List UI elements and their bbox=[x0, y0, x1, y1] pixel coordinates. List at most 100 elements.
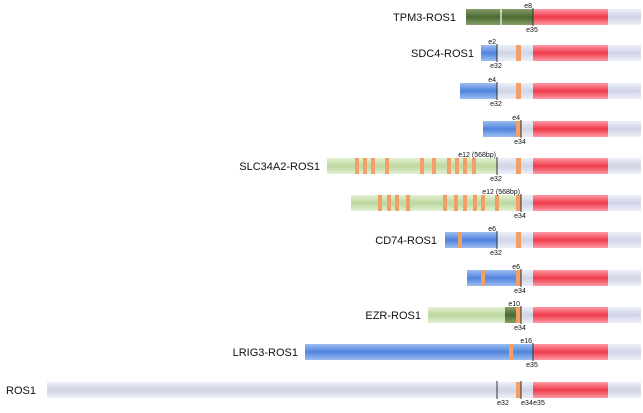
exon-mark bbox=[385, 158, 389, 174]
ros1-exon-label: e32 bbox=[490, 63, 502, 70]
ros1-tail bbox=[608, 307, 641, 323]
fusion-row: SLC34A2-ROS1 e12 (568bp) e32 bbox=[239, 152, 641, 183]
ros1-tail bbox=[608, 9, 641, 25]
kinase-domain bbox=[533, 195, 608, 211]
ros1-exon-mark bbox=[516, 83, 521, 99]
partner-segment bbox=[327, 158, 497, 174]
partner-exon-label: e8 bbox=[524, 3, 532, 10]
exon-mark bbox=[447, 158, 451, 174]
ros1-tail bbox=[608, 232, 641, 248]
exon-mark bbox=[387, 195, 391, 211]
partner-exon-label: e12 (568bp) bbox=[458, 152, 496, 159]
kinase-domain bbox=[533, 9, 608, 25]
exon-mark bbox=[463, 158, 467, 174]
fusion-row: EZR-ROS1 e10 e34 bbox=[365, 301, 641, 332]
ros1-segment bbox=[521, 121, 533, 137]
exon-mark bbox=[454, 195, 458, 211]
ros1-exon-mark bbox=[516, 307, 521, 323]
ros1-exon-label: e34 bbox=[514, 288, 526, 295]
partner-exon-label: e10 bbox=[508, 301, 520, 308]
ros1-segment bbox=[497, 45, 533, 61]
fusion-row: e12 (568bp)e34 bbox=[351, 189, 641, 220]
ros1-tail bbox=[608, 344, 641, 360]
ros1-exon-label: e32 bbox=[490, 250, 502, 257]
fusion-label: CD74-ROS1 bbox=[375, 235, 437, 247]
ros1-segment bbox=[497, 232, 533, 248]
fusion-row: CD74-ROS1 e6 e32 bbox=[375, 226, 641, 257]
fusion-row: e4 e34 bbox=[483, 115, 641, 146]
ros1-exon-mark bbox=[516, 270, 521, 286]
ros1-exon-label: e34 bbox=[514, 325, 526, 332]
kinase-domain bbox=[533, 270, 608, 286]
partner-exon-label: e12 (568bp) bbox=[482, 189, 520, 196]
partner-exon-label: e6 bbox=[488, 226, 496, 233]
fusion-row: TPM3-ROS1 e8 e35 bbox=[393, 3, 641, 34]
ros1-segment bbox=[47, 382, 533, 398]
ros1-exon-label: e32 bbox=[490, 176, 502, 183]
kinase-domain bbox=[533, 344, 608, 360]
kinase-domain bbox=[533, 158, 608, 174]
ros1-exon-mark bbox=[516, 45, 521, 61]
ros1-tail bbox=[608, 158, 641, 174]
partner-segment bbox=[466, 9, 533, 25]
kinase-domain bbox=[533, 307, 608, 323]
ros1-segment bbox=[521, 307, 533, 323]
partner-exon-label: e6 bbox=[512, 264, 520, 271]
exon-mark bbox=[395, 195, 399, 211]
ros1-exon-mark bbox=[516, 158, 521, 174]
kinase-domain bbox=[533, 121, 608, 137]
exon-mark bbox=[495, 195, 499, 211]
ros1-exon-label: e34 bbox=[514, 139, 526, 146]
fusion-label: SDC4-ROS1 bbox=[411, 48, 474, 60]
ros1-tail bbox=[608, 270, 641, 286]
ros1-exon-mark bbox=[516, 232, 521, 248]
ros1-exon-label: e35 bbox=[526, 362, 538, 369]
exon-mark bbox=[509, 344, 513, 360]
exon-mark bbox=[355, 158, 359, 174]
ros1-tail bbox=[608, 121, 641, 137]
exon-mark bbox=[463, 195, 467, 211]
ros1-exon-label: e35 bbox=[526, 27, 538, 34]
ros1-exon-label: e32 bbox=[497, 400, 509, 407]
kinase-domain bbox=[533, 232, 608, 248]
ros1-label: ROS1 bbox=[6, 385, 36, 397]
ros1-exon-label: e34 bbox=[521, 400, 533, 407]
partner-segment bbox=[483, 121, 521, 137]
ros1-segment bbox=[497, 158, 533, 174]
partner-segment bbox=[481, 45, 497, 61]
fusion-row: LRIG3-ROS1 e16 e35 bbox=[233, 338, 641, 369]
partner-segment bbox=[428, 307, 521, 323]
fusion-label: SLC34A2-ROS1 bbox=[239, 161, 320, 173]
partner-segment bbox=[460, 83, 497, 99]
exon-mark bbox=[371, 158, 375, 174]
fusion-row: e6 e34 bbox=[467, 264, 641, 295]
exon-mark bbox=[473, 195, 477, 211]
fusion-label: EZR-ROS1 bbox=[365, 310, 421, 322]
exon-mark bbox=[443, 195, 447, 211]
exon-mark bbox=[432, 158, 436, 174]
partner-exon-label: e4 bbox=[512, 115, 520, 122]
partner-segment bbox=[467, 270, 521, 286]
ros1-tail bbox=[608, 382, 641, 398]
kinase-domain bbox=[533, 382, 608, 398]
partner-exon-label: e16 bbox=[520, 338, 532, 345]
ros1-segment bbox=[521, 195, 533, 211]
ros1-exon-mark bbox=[516, 121, 521, 137]
partner-segment bbox=[351, 195, 521, 211]
ros1-segment bbox=[497, 83, 533, 99]
fusion-label: TPM3-ROS1 bbox=[393, 12, 456, 24]
exon-mark bbox=[363, 158, 367, 174]
exon-mark bbox=[378, 195, 382, 211]
partner-exon-label: e4 bbox=[488, 77, 496, 84]
fusion-label: LRIG3-ROS1 bbox=[233, 347, 298, 359]
partner-segment bbox=[305, 344, 533, 360]
exon-mark bbox=[472, 158, 476, 174]
ros1-exon-mark bbox=[516, 382, 521, 398]
ros1-tail bbox=[608, 83, 641, 99]
ros1-exon-mark bbox=[516, 195, 521, 211]
ros1-tail bbox=[608, 195, 641, 211]
